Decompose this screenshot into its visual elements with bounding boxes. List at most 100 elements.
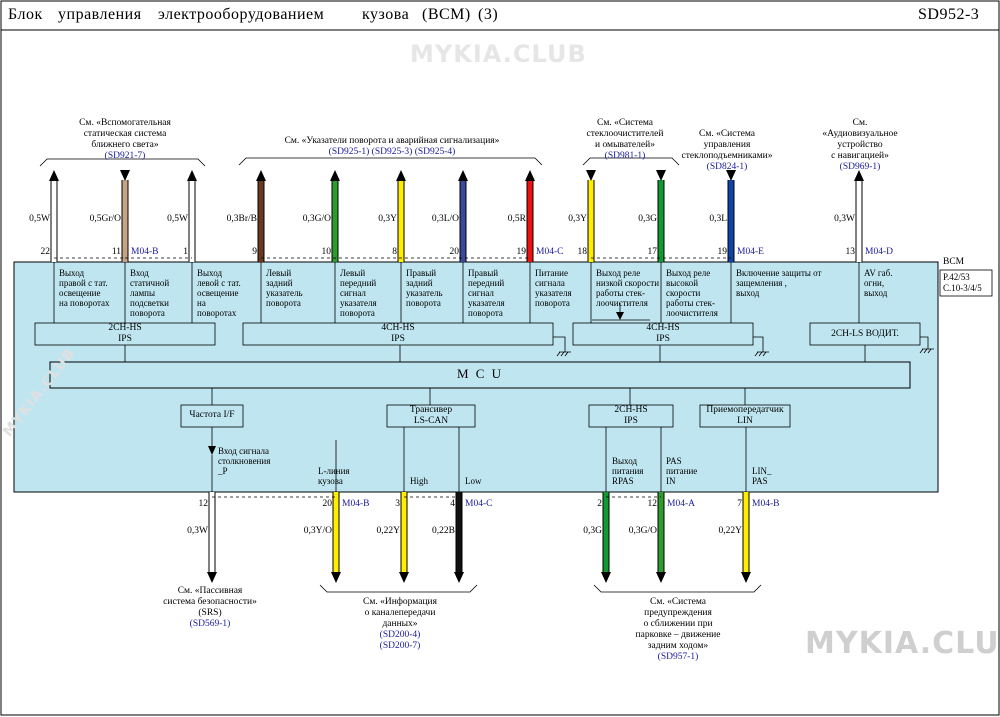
header-title-1: Блок [8,6,43,23]
wire-arrow-down-icon [741,572,751,583]
bottom-wire-spec: 0,3G/O [628,526,657,536]
top-pin-number: 13 [845,247,856,257]
wire-arrow-down-icon [207,572,217,583]
bcm-note-box [939,269,993,297]
top-wire-spec: 0,5W [29,214,50,224]
bottom-pin-number: 12 [647,499,658,509]
wire-arrow-up-icon [256,170,266,181]
ref-wiper-code[interactable]: (SD981-1) [604,151,646,161]
wire-arrow-up-icon [187,170,197,181]
top-wire-spec: 0,3L/O [431,214,459,224]
ips-blocks [34,322,921,346]
low-label: Low [465,476,482,486]
top-wire-spec: 0,3Y [378,214,397,224]
header-title-3: электрооборудованием [158,6,325,23]
ref-srs: См. «Пассивная система безопасности» (SR… [150,586,270,630]
top-wire-spec: 0,5W [167,214,188,224]
ref-wiper: См. «Система стеклоочистителей и омывате… [575,118,675,162]
bottom-pin-number: 20 [322,499,333,509]
ref-srs-code[interactable]: (SD569-1) [189,619,231,629]
wire-arrow-down-icon [454,572,464,583]
high-label: High [410,476,428,486]
ref-info-code-2[interactable]: (SD200-7) [379,641,421,651]
lower-internal-lines [211,427,747,492]
bottom-wire-spec: 0,22Y [376,526,401,536]
bottom-pin-number: 12 [198,499,209,509]
watermark-top: MYKIA.CLUB [410,40,587,68]
top-wire-spec: 0,5R [507,214,526,224]
top-pin-number: 19 [516,247,527,257]
ips-block-4: 2CH-LS ВОДИТ. [831,329,899,339]
bcm-label: BCM [943,257,965,267]
wire-arrow-down-icon [331,572,341,583]
ref-aux-light: См. «Вспомогательная статическая система… [70,118,180,162]
wire-arrow-up-icon [396,170,406,181]
ref-park-code[interactable]: (SD957-1) [657,652,699,662]
top-wire-spec: 0,3G/O [302,214,331,224]
bottom-connector-id: M04-C [465,499,493,509]
top-pin-number: 22 [40,247,51,257]
ref-turn-code-2[interactable]: (SD925-3) [371,147,413,157]
wire-arrow-down-icon [656,170,666,181]
top-connector-id: M04-E [737,247,764,257]
ground-icons [553,336,934,357]
ref-turn-code-3[interactable]: (SD925-4) [414,147,456,157]
ref-turn: См. «Указатели поворота и аварийная сигн… [284,136,500,157]
collision-arrow-icon [208,446,216,455]
ref-av: См. «Аудиовизуальное устройство с навига… [805,118,915,173]
bottom-wire-spec: 0,3G [583,526,602,536]
wire-arrow-up-icon [330,170,340,181]
wire-arrow-down-icon [586,170,596,181]
bcm-function-label: AV габ.огни,выход [864,268,893,298]
top-wire-spec: 0,3L [709,214,727,224]
top-pin-number: 19 [717,247,728,257]
internal-arrow-icon [616,312,624,320]
freq-block: Частота I/F [189,410,235,420]
top-pin-number: 18 [577,247,588,257]
bottom-pin-number: 3 [395,499,400,509]
wire-arrow-down-icon [656,572,666,583]
ref-park: См. «Система предупреждения о сближении … [618,597,738,663]
ips-mcu-links [124,345,866,362]
bottom-pin-number: 7 [737,499,742,509]
linpas-label: LIN_PAS [752,466,772,486]
wire-arrow-down-icon [601,572,611,583]
top-connector-id: M04-D [865,247,893,257]
top-wire-spec: 0,3Br/B [226,214,257,224]
header-title-5: (BCM) [422,6,471,23]
bcm-note-1: P.42/53 [943,272,970,282]
top-pin-number: 20 [449,247,460,257]
ref-aux-light-code[interactable]: (SD921-7) [104,151,146,161]
bottom-wire-spec: 0,3Y/O [303,526,332,536]
ref-info-code-1[interactable]: (SD200-4) [379,630,421,640]
mcu-label: M C U [456,366,504,381]
ref-window-code[interactable]: (SD824-1) [706,162,748,172]
top-wire-spec: 0,3G [638,214,657,224]
top-wire-spec: 0,5Gr/O [89,214,121,224]
ref-window: См. «Система управления стеклоподъемника… [672,129,782,173]
bottom-connector-id: M04-B [342,499,370,509]
top-reference-brackets [39,157,680,167]
mcu-lower-links [211,388,746,405]
top-connector-id: M04-C [536,247,564,257]
header-title-6: (3) [478,6,499,23]
ref-turn-code-1[interactable]: (SD925-1) [328,147,370,157]
wire-arrow-up-icon [854,170,864,181]
ref-av-code[interactable]: (SD969-1) [839,162,881,172]
bottom-wire-spec: 0,22Y [718,526,743,536]
bottom-wires [207,492,751,583]
bottom-wire-spec: 0,22B [432,526,455,536]
function-dividers [53,262,860,323]
top-pin-number: 17 [647,247,658,257]
